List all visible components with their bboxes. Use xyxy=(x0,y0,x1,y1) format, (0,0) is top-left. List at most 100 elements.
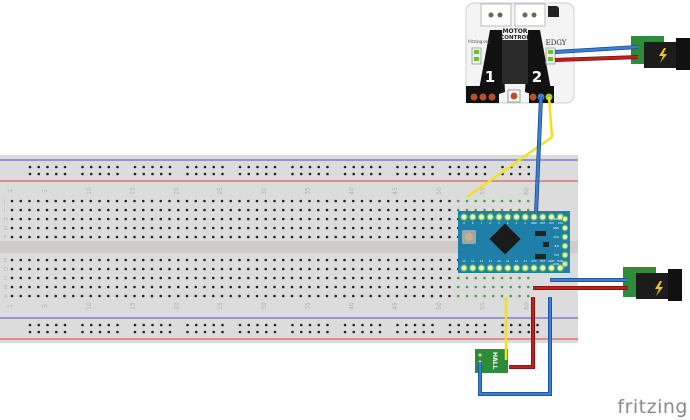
breadboard-hole[interactable] xyxy=(63,199,66,203)
breadboard-hole[interactable] xyxy=(483,199,486,203)
breadboard-hole[interactable] xyxy=(159,217,163,221)
breadboard-hole[interactable] xyxy=(63,208,66,212)
breadboard-hole[interactable] xyxy=(526,199,530,203)
breadboard-hole[interactable] xyxy=(491,208,495,212)
breadboard-hole[interactable] xyxy=(10,235,14,239)
breadboard-hole[interactable] xyxy=(36,267,40,271)
breadboard-hole[interactable] xyxy=(71,217,75,221)
breadboard-hole[interactable] xyxy=(299,217,303,221)
breadboard-hole[interactable] xyxy=(220,258,224,262)
breadboard-hole[interactable] xyxy=(474,294,478,298)
rail-hole[interactable] xyxy=(431,323,434,327)
breadboard-hole[interactable] xyxy=(10,226,14,230)
breadboard-hole[interactable] xyxy=(343,199,346,203)
breadboard-hole[interactable] xyxy=(238,217,241,221)
breadboard-hole[interactable] xyxy=(89,258,93,262)
breadboard-hole[interactable] xyxy=(54,276,58,280)
rail-hole[interactable] xyxy=(299,165,303,169)
breadboard-hole[interactable] xyxy=(299,285,303,289)
rail-hole[interactable] xyxy=(159,172,163,176)
breadboard-hole[interactable] xyxy=(465,294,469,298)
rail-hole[interactable] xyxy=(352,172,356,176)
breadboard-hole[interactable] xyxy=(150,285,154,289)
breadboard-hole[interactable] xyxy=(168,258,171,262)
breadboard-hole[interactable] xyxy=(308,235,311,239)
rail-hole[interactable] xyxy=(431,165,434,169)
breadboard-hole[interactable] xyxy=(63,285,66,289)
breadboard-hole[interactable] xyxy=(176,235,180,239)
breadboard-hole[interactable] xyxy=(89,199,93,203)
breadboard-hole[interactable] xyxy=(281,208,285,212)
rail-hole[interactable] xyxy=(37,330,41,334)
breadboard-hole[interactable] xyxy=(386,208,390,212)
breadboard-hole[interactable] xyxy=(203,267,206,271)
rail-hole[interactable] xyxy=(107,330,111,334)
rail-hole[interactable] xyxy=(273,172,277,176)
breadboard-hole[interactable] xyxy=(124,217,128,221)
breadboard-hole[interactable] xyxy=(413,276,416,280)
rail-hole[interactable] xyxy=(264,165,268,169)
breadboard-hole[interactable] xyxy=(211,267,215,271)
breadboard-hole[interactable] xyxy=(106,258,110,262)
breadboard-hole[interactable] xyxy=(36,226,40,230)
breadboard-hole[interactable] xyxy=(483,276,486,280)
rail-hole[interactable] xyxy=(308,165,312,169)
breadboard-hole[interactable] xyxy=(518,294,521,298)
breadboard-hole[interactable] xyxy=(421,285,425,289)
breadboard-hole[interactable] xyxy=(28,258,31,262)
breadboard-hole[interactable] xyxy=(133,285,136,289)
breadboard-hole[interactable] xyxy=(369,235,373,239)
breadboard-hole[interactable] xyxy=(220,226,224,230)
rail-hole[interactable] xyxy=(151,172,154,176)
breadboard-hole[interactable] xyxy=(159,235,163,239)
rail-hole[interactable] xyxy=(98,165,102,169)
breadboard-hole[interactable] xyxy=(369,285,373,289)
breadboard-hole[interactable] xyxy=(491,285,495,289)
breadboard-hole[interactable] xyxy=(36,294,40,298)
breadboard-hole[interactable] xyxy=(19,276,23,280)
breadboard-hole[interactable] xyxy=(54,285,58,289)
breadboard-hole[interactable] xyxy=(404,226,408,230)
rail-hole[interactable] xyxy=(501,330,504,334)
breadboard-hole[interactable] xyxy=(456,276,460,280)
breadboard-hole[interactable] xyxy=(176,258,180,262)
breadboard-hole[interactable] xyxy=(439,235,443,239)
breadboard-hole[interactable] xyxy=(281,217,285,221)
rail-hole[interactable] xyxy=(54,330,58,334)
rail-hole[interactable] xyxy=(317,330,321,334)
breadboard-hole[interactable] xyxy=(229,258,233,262)
rail-hole[interactable] xyxy=(404,323,408,327)
breadboard-hole[interactable] xyxy=(89,294,93,298)
breadboard-hole[interactable] xyxy=(290,258,294,262)
breadboard-hole[interactable] xyxy=(19,199,23,203)
breadboard-hole[interactable] xyxy=(465,208,469,212)
rail-hole[interactable] xyxy=(518,323,522,327)
breadboard-hole[interactable] xyxy=(80,276,84,280)
breadboard-hole[interactable] xyxy=(106,217,110,221)
rail-hole[interactable] xyxy=(396,165,399,169)
breadboard-hole[interactable] xyxy=(211,208,215,212)
breadboard-hole[interactable] xyxy=(360,258,364,262)
breadboard-hole[interactable] xyxy=(518,285,521,289)
breadboard-hole[interactable] xyxy=(124,258,128,262)
breadboard-hole[interactable] xyxy=(299,267,303,271)
breadboard-hole[interactable] xyxy=(378,208,381,212)
breadboard-hole[interactable] xyxy=(369,267,373,271)
breadboard-hole[interactable] xyxy=(229,285,233,289)
breadboard-hole[interactable] xyxy=(176,217,180,221)
breadboard-hole[interactable] xyxy=(194,217,198,221)
rail-hole[interactable] xyxy=(46,172,49,176)
breadboard-hole[interactable] xyxy=(229,235,233,239)
breadboard-hole[interactable] xyxy=(63,235,66,239)
rail-hole[interactable] xyxy=(361,323,364,327)
breadboard-hole[interactable] xyxy=(176,285,180,289)
rail-hole[interactable] xyxy=(116,165,119,169)
breadboard-hole[interactable] xyxy=(299,294,303,298)
rail-hole[interactable] xyxy=(264,323,268,327)
breadboard-hole[interactable] xyxy=(150,217,154,221)
breadboard-hole[interactable] xyxy=(203,226,206,230)
rail-hole[interactable] xyxy=(369,165,373,169)
rail-hole[interactable] xyxy=(168,330,172,334)
breadboard-hole[interactable] xyxy=(159,226,163,230)
breadboard-hole[interactable] xyxy=(343,285,346,289)
